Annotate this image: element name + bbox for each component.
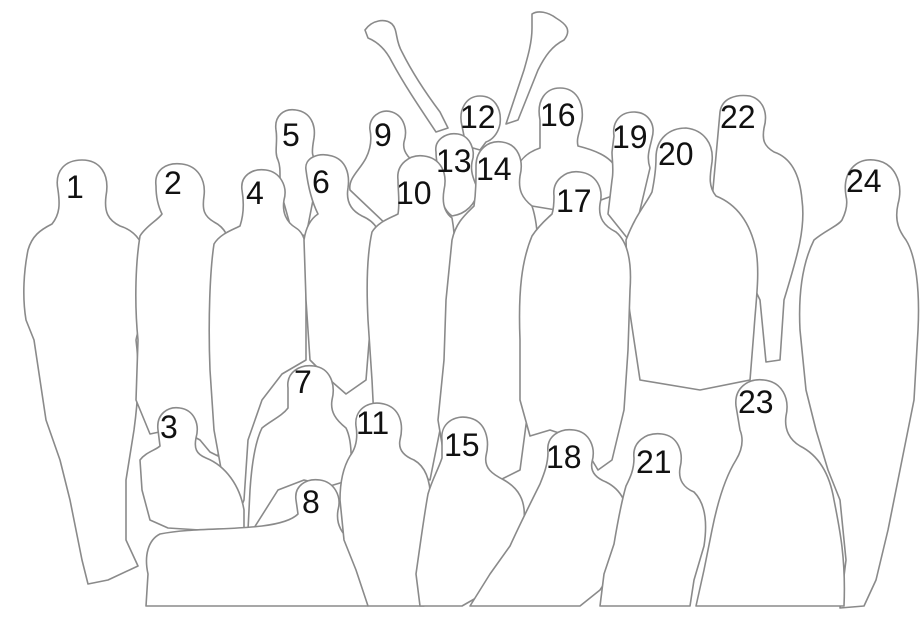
- label-18: 18: [546, 439, 582, 475]
- label-10: 10: [396, 175, 432, 211]
- label-23: 23: [738, 384, 774, 420]
- label-5: 5: [282, 117, 300, 153]
- label-4: 4: [246, 175, 264, 211]
- label-12: 12: [460, 99, 496, 135]
- label-13: 13: [436, 143, 472, 179]
- label-1: 1: [66, 169, 84, 205]
- label-19: 19: [612, 119, 648, 155]
- label-20: 20: [658, 136, 694, 172]
- label-22: 22: [720, 99, 756, 135]
- label-2: 2: [164, 165, 182, 201]
- figure-1-outline: [24, 160, 148, 584]
- label-24: 24: [846, 163, 882, 199]
- label-14: 14: [476, 151, 512, 187]
- label-21: 21: [636, 444, 672, 480]
- label-6: 6: [312, 164, 330, 200]
- label-15: 15: [444, 427, 480, 463]
- label-3: 3: [160, 409, 178, 445]
- label-8: 8: [302, 484, 320, 520]
- label-11: 11: [356, 405, 389, 441]
- label-9: 9: [374, 117, 392, 153]
- label-16: 16: [540, 97, 576, 133]
- label-17: 17: [556, 183, 592, 219]
- label-7: 7: [294, 364, 312, 400]
